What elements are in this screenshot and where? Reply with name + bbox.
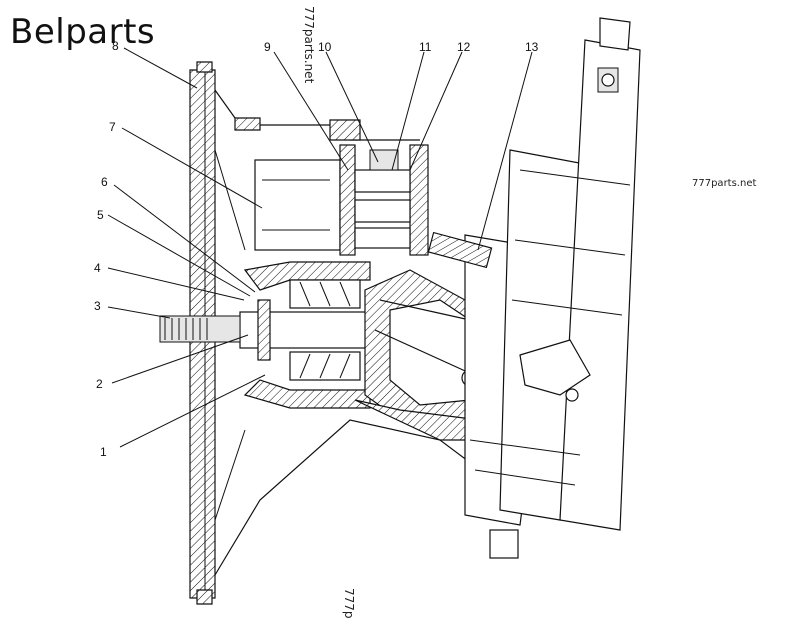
callout-12: 12: [457, 40, 471, 54]
callout-leaders: [107, 47, 533, 448]
pump-housing: [214, 89, 481, 576]
callout-4: 4: [94, 261, 101, 275]
callout-10: 10: [318, 40, 332, 54]
callout-3: 3: [94, 299, 101, 313]
callout-9: 9: [264, 40, 271, 54]
brand-logo: Belparts: [10, 12, 156, 52]
gear-pump-block: [254, 144, 429, 256]
callout-7: 7: [109, 120, 116, 134]
control-valve-block: [427, 17, 641, 559]
callout-13: 13: [525, 40, 539, 54]
callout-11: 11: [419, 40, 432, 54]
watermark-right: 777parts.net: [692, 178, 757, 189]
callout-6: 6: [101, 175, 108, 189]
callout-8: 8: [112, 39, 119, 53]
callout-5: 5: [97, 208, 104, 222]
callout-2: 2: [96, 377, 103, 391]
callout-1: 1: [100, 445, 107, 459]
